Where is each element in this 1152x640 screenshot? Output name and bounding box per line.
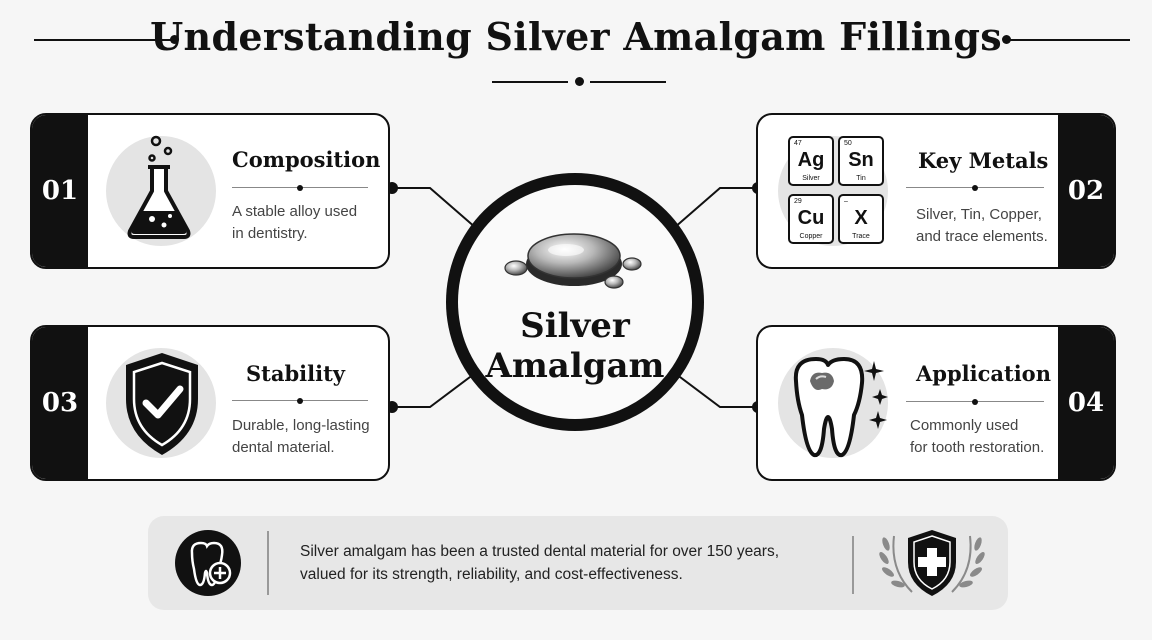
card-title: Stability	[246, 361, 345, 386]
page-title: Understanding Silver Amalgam Fillings	[150, 14, 1002, 59]
shield-check-icon	[126, 353, 198, 455]
subtitle-dot	[575, 77, 584, 86]
footer-divider-left	[267, 531, 269, 595]
card-number: 01	[32, 115, 88, 267]
card-title: Composition	[232, 147, 381, 172]
title-rule-left	[34, 39, 174, 41]
card-stability: 03 Stability Durable, long-lasting denta…	[30, 325, 390, 481]
shield-cross-laurel-icon	[879, 530, 985, 596]
title-rule-right	[1006, 39, 1130, 41]
card-divider	[232, 184, 368, 191]
subtitle-rule-right	[590, 81, 666, 83]
footer-divider-right	[852, 536, 854, 594]
center-label: Silver Amalgam	[485, 306, 665, 386]
card-number: 03	[32, 327, 88, 479]
card-composition: 01 Composition A stable alloy used in de…	[30, 113, 390, 269]
card-divider	[906, 398, 1044, 405]
card-divider	[906, 184, 1044, 191]
tooth-icon	[793, 357, 888, 458]
footer-banner	[148, 516, 1008, 610]
card-description: Silver, Tin, Copper, and trace elements.	[916, 206, 1048, 245]
card-title: Key Metals	[918, 148, 1049, 173]
card-description: Commonly used for tooth restoration.	[910, 417, 1045, 456]
footer-text: Silver amalgam has been a trusted dental…	[300, 543, 780, 583]
center-hub	[458, 185, 692, 419]
card-number: 04	[1058, 327, 1114, 479]
tooth-plus-icon	[175, 530, 241, 596]
card-application: 04 Application Commonly used for tooth r…	[756, 325, 1116, 481]
card-title: Application	[916, 361, 1051, 386]
subtitle-rule-left	[492, 81, 568, 83]
card-number: 02	[1058, 115, 1114, 267]
card-description: A stable alloy used in dentistry.	[232, 203, 358, 242]
flask-icon	[127, 135, 191, 239]
card-divider	[232, 397, 368, 404]
amalgam-pellets-icon	[504, 233, 642, 289]
card-description: Durable, long-lasting dental material.	[232, 417, 370, 456]
title-dot-left	[170, 35, 179, 44]
